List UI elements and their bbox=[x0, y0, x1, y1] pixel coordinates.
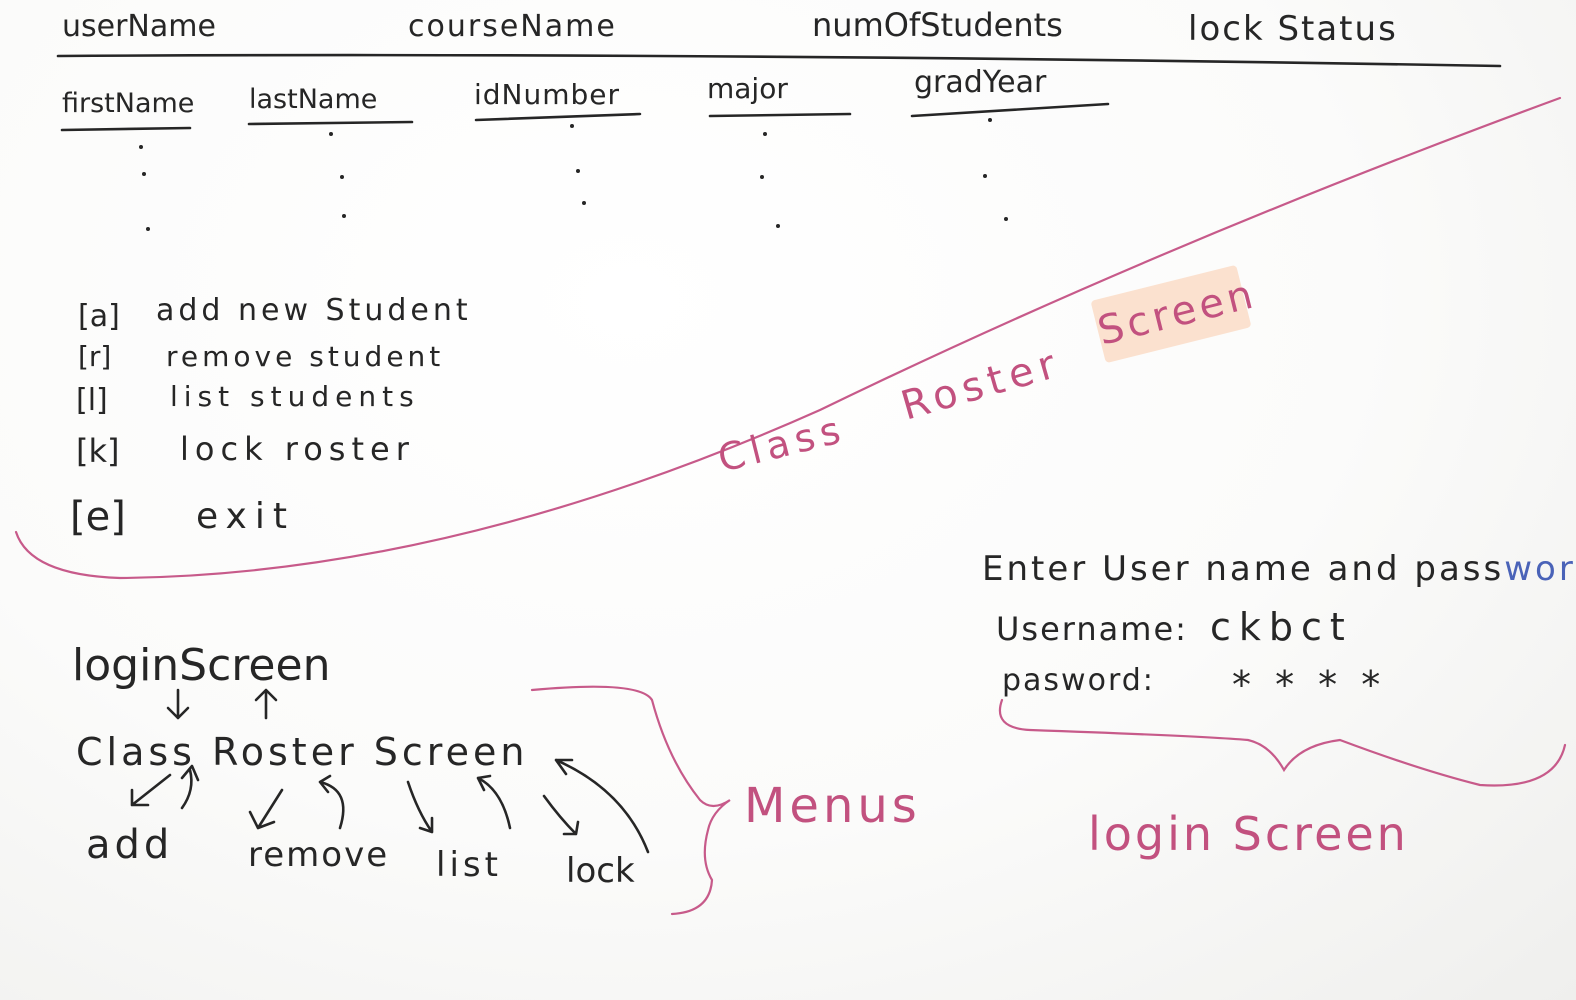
arrow-from-lock-icon bbox=[554, 758, 650, 854]
menus-brace bbox=[530, 685, 731, 916]
menu-key-k: [k] bbox=[76, 432, 120, 470]
label-class: Class bbox=[714, 407, 851, 481]
username-label: Username: bbox=[996, 610, 1188, 648]
up-arrow-icon bbox=[254, 688, 278, 720]
password-value: * * * * bbox=[1232, 663, 1386, 707]
flow-list: list bbox=[436, 845, 502, 885]
menu-label-list: list students bbox=[170, 380, 420, 413]
arrow-to-lock-icon bbox=[542, 794, 580, 836]
username-value: ckbct bbox=[1210, 605, 1353, 649]
login-prompt: Enter User name and password bbox=[982, 549, 1576, 589]
arrow-from-remove-icon bbox=[318, 774, 345, 830]
login-brace bbox=[998, 698, 1567, 787]
flow-add: add bbox=[86, 822, 173, 868]
label-menus: Menus bbox=[744, 778, 921, 834]
menus-group: Menus bbox=[530, 685, 921, 916]
menu-label-remove: remove student bbox=[166, 340, 444, 373]
arrow-to-add-icon bbox=[130, 773, 172, 807]
menu-key-l: [l] bbox=[76, 383, 108, 418]
label-login-screen: login Screen bbox=[1088, 807, 1409, 861]
header-username: userName bbox=[62, 9, 216, 44]
password-label: pasword: bbox=[1002, 663, 1155, 698]
header-lockstatus: lock Status bbox=[1188, 9, 1398, 49]
col-major-underline bbox=[708, 112, 852, 118]
col-idnumber: idNumber bbox=[474, 78, 620, 111]
arrow-from-list-icon bbox=[476, 774, 512, 830]
col-firstname-underline bbox=[60, 126, 192, 132]
menu-key-r: [r] bbox=[78, 340, 111, 373]
flow-login-screen: loginScreen bbox=[72, 640, 330, 691]
header-numofstudents: numOfStudents bbox=[812, 6, 1063, 44]
menu-label-lock: lock roster bbox=[180, 430, 415, 468]
menu-options: [a] add new Student [r] remove student [… bbox=[70, 293, 472, 540]
arrow-from-add-icon bbox=[180, 764, 200, 810]
col-major: major bbox=[707, 72, 788, 105]
arrow-to-list-icon bbox=[406, 780, 434, 834]
menu-key-a: [a] bbox=[78, 299, 120, 334]
flow-diagram: loginScreen Class Roster Screen add remo… bbox=[72, 640, 650, 891]
col-idnumber-underline bbox=[474, 112, 642, 122]
screen-highlight bbox=[1091, 265, 1251, 363]
menu-label-exit: exit bbox=[196, 496, 295, 537]
header-coursename: courseName bbox=[408, 9, 617, 44]
menu-label-add: add new Student bbox=[156, 293, 472, 328]
flow-remove: remove bbox=[248, 835, 389, 875]
col-firstname: firstName bbox=[62, 88, 194, 119]
arrow-to-remove-icon bbox=[248, 788, 284, 830]
col-gradyear-underline bbox=[910, 102, 1110, 118]
down-arrow-icon bbox=[166, 688, 190, 720]
col-lastname: lastName bbox=[249, 84, 377, 115]
flow-lock: lock bbox=[566, 851, 635, 891]
roster-header: userName courseName numOfStudents lock S… bbox=[56, 6, 1502, 68]
label-roster: Roster bbox=[896, 340, 1066, 429]
col-lastname-underline bbox=[247, 120, 414, 126]
class-roster-boundary bbox=[14, 96, 1562, 580]
login-form: Enter User name and password Username: c… bbox=[982, 549, 1576, 861]
col-gradyear: gradYear bbox=[914, 65, 1047, 100]
header-underline bbox=[56, 53, 1502, 68]
table-row-dots bbox=[139, 118, 1008, 231]
flow-class-roster-screen: Class Roster Screen bbox=[76, 730, 528, 774]
student-table: firstName lastName idNumber major gradYe… bbox=[60, 65, 1110, 231]
menu-key-e: [e] bbox=[70, 494, 126, 540]
